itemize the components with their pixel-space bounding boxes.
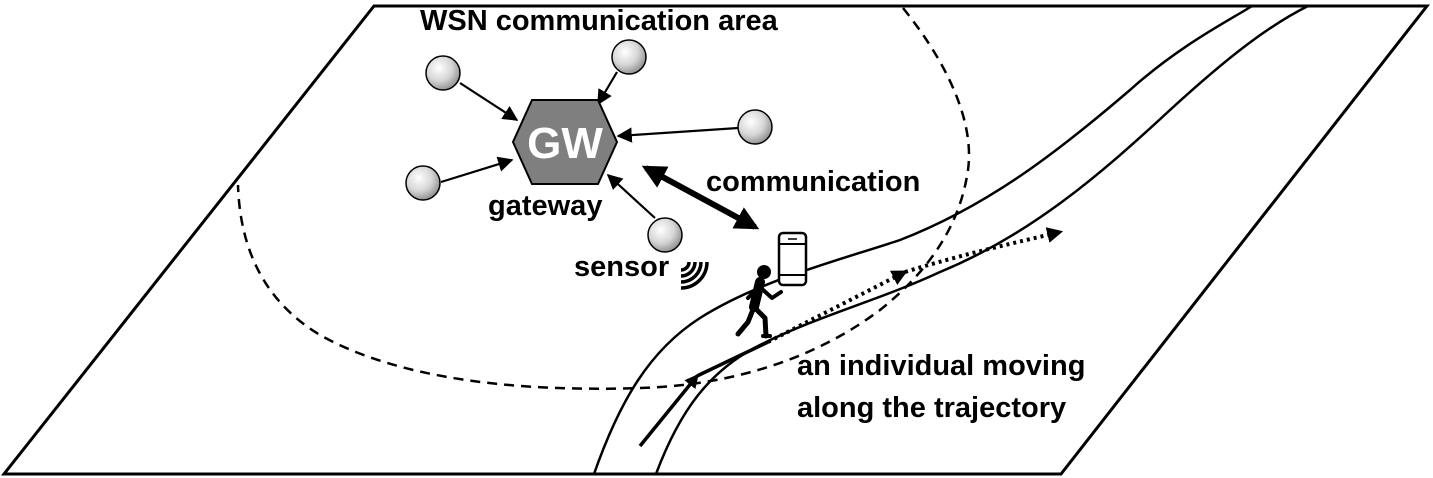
sphere-sensor-icon: [425, 55, 461, 91]
road-edge-right: [654, 4, 1309, 475]
sphere-sensor-icon: [611, 39, 647, 75]
individual-label-line2: along the trajectory: [797, 392, 1066, 424]
walking-person-icon: [735, 265, 783, 339]
communication-arrow: [641, 165, 760, 230]
gateway-node: GW: [511, 99, 619, 185]
sensor-links: [440, 71, 739, 219]
wsn-communication-area-boundary: [236, 7, 971, 390]
wireless-signal-icon: [680, 261, 709, 290]
smartphone-icon: [777, 231, 808, 287]
gateway-label: gateway: [488, 190, 602, 222]
individual-label-line1: an individual moving: [797, 350, 1085, 382]
trajectory-dotted-continued: [904, 227, 1064, 274]
communication-label: communication: [706, 166, 920, 198]
ground-plane: [0, 4, 1431, 476]
hexagon-gateway-icon: [511, 99, 619, 185]
trajectory-arrow: [638, 373, 699, 448]
wsn-area-label: WSN communication area: [420, 5, 779, 37]
trajectory-segment: [696, 340, 769, 378]
sphere-sensor-icon: [647, 217, 683, 253]
link-sensor-4: [440, 156, 514, 184]
link-sensor-3: [616, 126, 739, 143]
sphere-sensor-icon: [737, 109, 773, 145]
sensor-label: sensor: [574, 251, 669, 283]
sphere-sensor-icon: [405, 165, 441, 201]
link-sensor-5: [606, 173, 656, 219]
road-edge-left: [592, 4, 1253, 475]
trajectory-dotted: [767, 270, 908, 344]
link-sensor-1: [459, 82, 519, 121]
gateway-code: GW: [527, 119, 603, 168]
link-sensor-2: [597, 71, 618, 106]
road: [592, 4, 1309, 475]
